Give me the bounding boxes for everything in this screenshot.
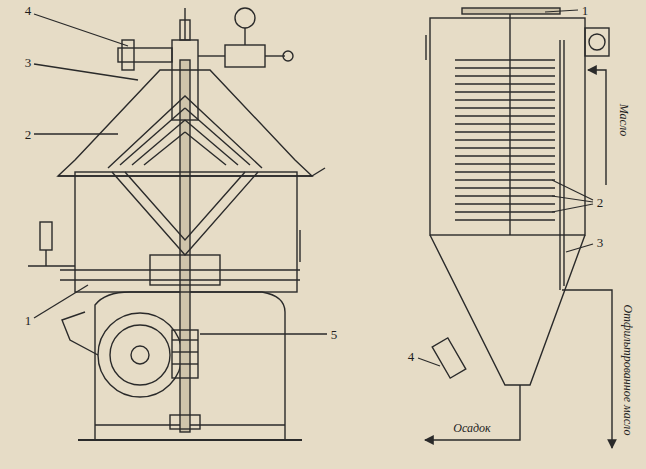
callout-number: 1: [581, 4, 590, 17]
filter-plates: [455, 60, 555, 220]
callout-number: 1: [24, 314, 33, 327]
callout-number: 4: [407, 350, 416, 363]
centrifuge-separator: [28, 8, 325, 440]
callout-number: 3: [596, 236, 605, 249]
callout-number: 3: [24, 56, 33, 69]
flow-label: Отфильтрованное масло: [622, 304, 634, 437]
filter-tank: [426, 8, 609, 420]
callout-leaders: [34, 14, 327, 334]
callout-leaders: [418, 10, 593, 366]
flow-label: Осадок: [452, 422, 491, 434]
callout-number: 2: [596, 196, 605, 209]
callout-number: 4: [24, 4, 33, 17]
callout-number: 5: [330, 328, 339, 341]
callout-number: 2: [24, 128, 33, 141]
flow-label: Масло: [618, 103, 630, 138]
flow-lines: [425, 70, 612, 448]
